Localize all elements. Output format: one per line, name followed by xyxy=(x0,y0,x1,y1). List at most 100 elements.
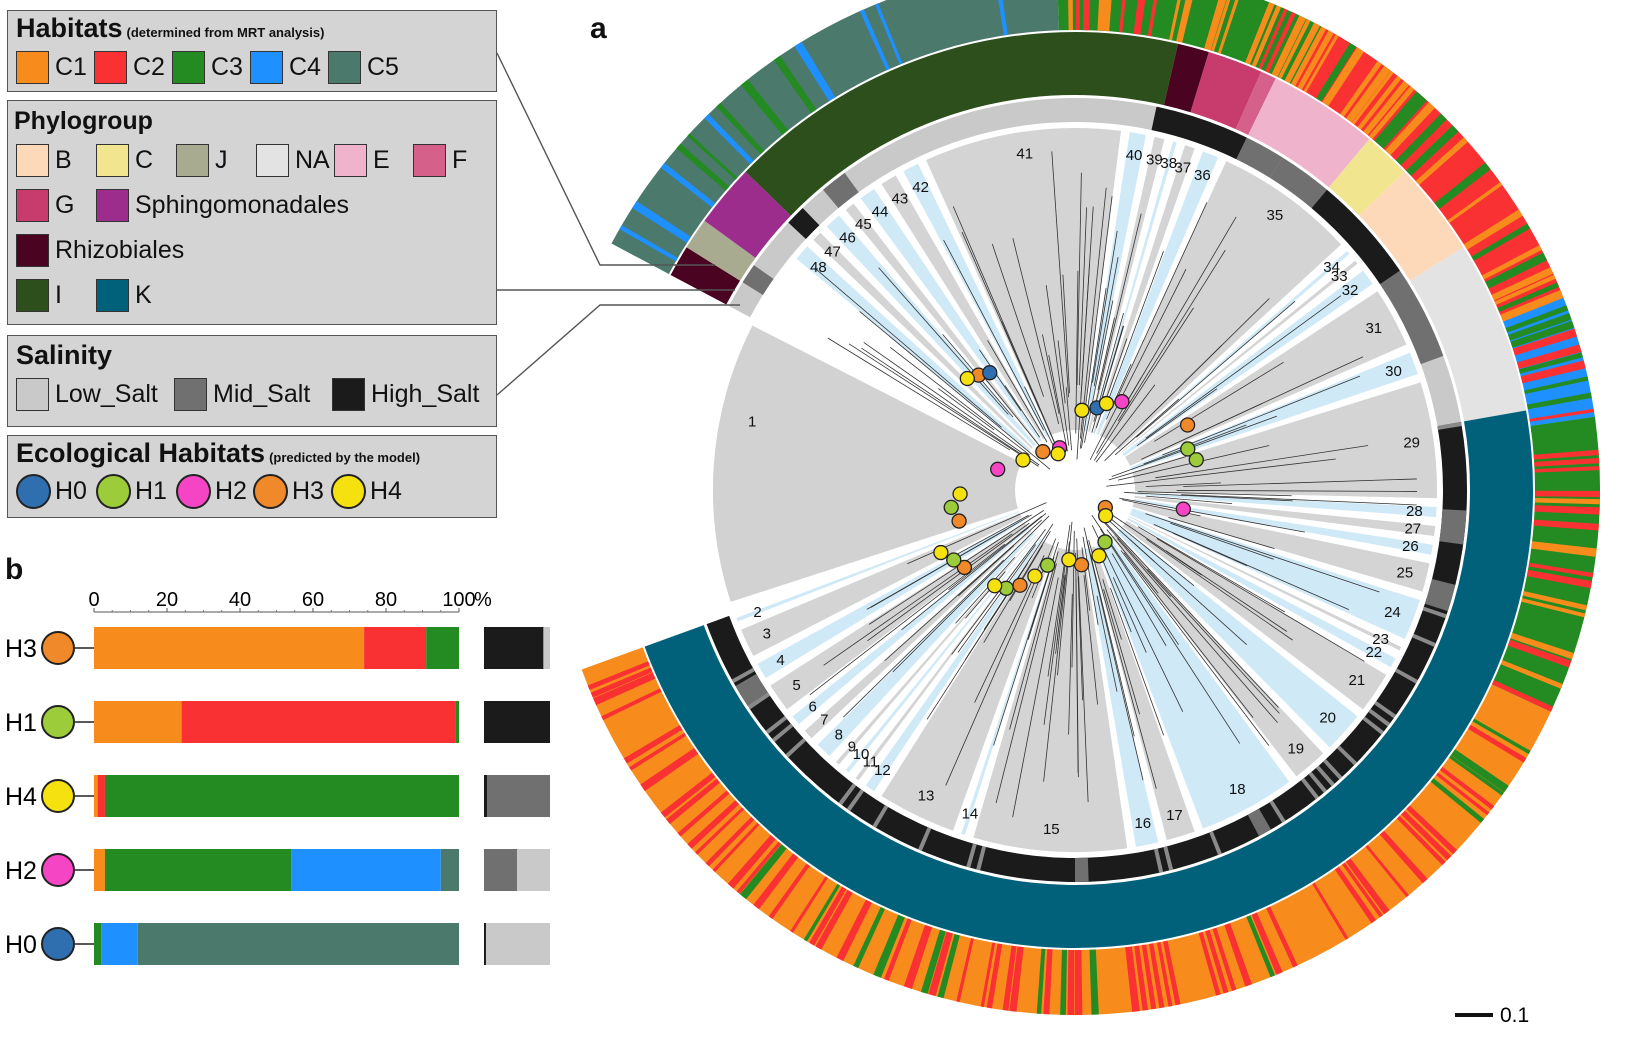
clade-sector-14 xyxy=(961,490,1075,835)
tree-branch xyxy=(814,267,1002,428)
clade-sector-10 xyxy=(845,490,1075,773)
leader-line-salinity xyxy=(496,304,740,396)
legend-key-h3: H3 xyxy=(253,474,324,509)
habitat-ring-stripe xyxy=(1497,282,1560,313)
bar-segment-h0-c3 xyxy=(94,923,102,965)
tree-branch xyxy=(1170,522,1274,560)
habitat-ring-stripe xyxy=(1060,949,1067,1015)
tree-branch xyxy=(956,514,1029,555)
habitat-ring-stripe xyxy=(1533,519,1599,531)
tree-branch xyxy=(948,515,1043,591)
ecological-habitat-marker xyxy=(951,513,967,529)
tree-branch xyxy=(1137,526,1285,613)
salinity-ring-stripe xyxy=(1374,701,1397,719)
tree-branch xyxy=(1083,527,1135,737)
habitat-ring-stripe xyxy=(928,931,953,997)
habitat-ring-stripe xyxy=(1385,102,1435,156)
tree-branch xyxy=(1078,207,1088,386)
tree-branch xyxy=(859,311,1051,470)
scale-bar: 0.1 xyxy=(1455,1004,1529,1027)
legend-key-c3: C3 xyxy=(172,51,243,84)
ecological-habitat-marker xyxy=(1091,548,1107,564)
tree-branch xyxy=(1128,216,1237,399)
habitat-ring-stripe xyxy=(676,143,730,191)
clade-sector-21 xyxy=(1075,490,1387,710)
tree-branch xyxy=(1103,589,1140,715)
tree-branch xyxy=(1106,515,1195,586)
tree-branch xyxy=(1162,375,1361,456)
habitat-ring-stripe xyxy=(1212,927,1237,991)
legend-key-label: C1 xyxy=(55,53,87,81)
tree-branch xyxy=(979,349,1022,411)
clade-sector-25 xyxy=(1075,490,1430,592)
habitat-ring-stripe xyxy=(1068,0,1073,31)
clade-label: 12 xyxy=(874,762,891,779)
habitat-ring-stripe xyxy=(1510,320,1575,348)
habitat-ring-stripe xyxy=(1083,0,1091,31)
bar-segment-h3-c3 xyxy=(426,627,459,669)
tree-branch xyxy=(1145,495,1233,505)
clade-label: 40 xyxy=(1126,147,1143,164)
salinity-segment-h0-high-salt xyxy=(484,923,486,965)
legend-key-label: I xyxy=(55,281,62,309)
habitat-ring-stripe xyxy=(773,55,817,114)
clade-label: 10 xyxy=(853,746,870,763)
tree-branch xyxy=(981,374,1043,450)
habitat-ring-stripe xyxy=(1491,267,1554,301)
bar-segment-h4-c1 xyxy=(94,775,98,817)
legend-key-c2: C2 xyxy=(94,51,165,84)
clade-label: 24 xyxy=(1384,604,1401,621)
habitat-ring-stripe xyxy=(1527,392,1592,410)
habitat-ring-stripe xyxy=(1043,949,1053,1015)
salinity-ring-stripe xyxy=(747,692,770,710)
tree-branch xyxy=(823,533,1013,666)
habitat-ring-stripe xyxy=(1379,96,1427,149)
clade-label: 5 xyxy=(792,677,800,694)
legend-key-na: NA xyxy=(256,144,330,177)
tree-branch xyxy=(1108,456,1187,481)
tree-branch xyxy=(1105,522,1279,708)
tree-branch xyxy=(1096,595,1118,692)
salinity-ring-segment xyxy=(823,172,859,209)
tree-branch xyxy=(1156,538,1365,662)
leader-line-habitats xyxy=(496,52,715,266)
habitat-ring-stripe xyxy=(1531,541,1597,557)
tree-branch xyxy=(848,343,1039,467)
habitat-ring-stripe xyxy=(853,906,885,969)
category-marker-h4 xyxy=(41,779,75,813)
tree-branch xyxy=(1101,557,1132,633)
tree-branch xyxy=(1062,274,1070,393)
salinity-ring-segment xyxy=(1075,857,1089,882)
habitat-ring-stripe xyxy=(1518,352,1583,374)
salinity-ring-stripe xyxy=(1301,777,1320,800)
habitat-ring-stripe xyxy=(660,162,716,208)
bar-segment-h1-c3 xyxy=(455,701,459,743)
tree-branch xyxy=(1145,513,1380,593)
clade-sector-17 xyxy=(1075,490,1195,841)
legend-key-label: F xyxy=(452,146,468,174)
habitat-ring-stripe xyxy=(1074,949,1083,1016)
tree-branch xyxy=(1084,300,1114,443)
habitat-ring-stripe xyxy=(1205,929,1229,994)
ecological-habitat-marker xyxy=(1188,452,1204,468)
legend-swatch xyxy=(250,51,283,84)
legend-swatch xyxy=(96,144,129,177)
clade-sector-20 xyxy=(1075,490,1358,748)
tree-branch xyxy=(870,529,1007,608)
bar-segment-h4-c2 xyxy=(97,775,105,817)
salinity-ring-stripe xyxy=(1315,765,1335,787)
tree-branch xyxy=(1143,424,1247,465)
tree-branch xyxy=(1043,552,1068,725)
legend-key-label: Mid_Salt xyxy=(213,380,311,408)
x-tick-label: 80 xyxy=(375,589,397,611)
tree-branch xyxy=(1123,552,1254,718)
habitat-ring-stripe xyxy=(1303,34,1339,93)
phylogroup-legend-title: Phylogroup xyxy=(14,107,153,135)
habitat-ring-stripe xyxy=(1401,810,1452,861)
legend-key-rhizobiales: Rhizobiales xyxy=(16,234,184,267)
habitat-ring-stripe xyxy=(1447,182,1503,223)
salinity-ring-stripe xyxy=(1154,848,1164,873)
tree-branch xyxy=(1108,512,1202,576)
